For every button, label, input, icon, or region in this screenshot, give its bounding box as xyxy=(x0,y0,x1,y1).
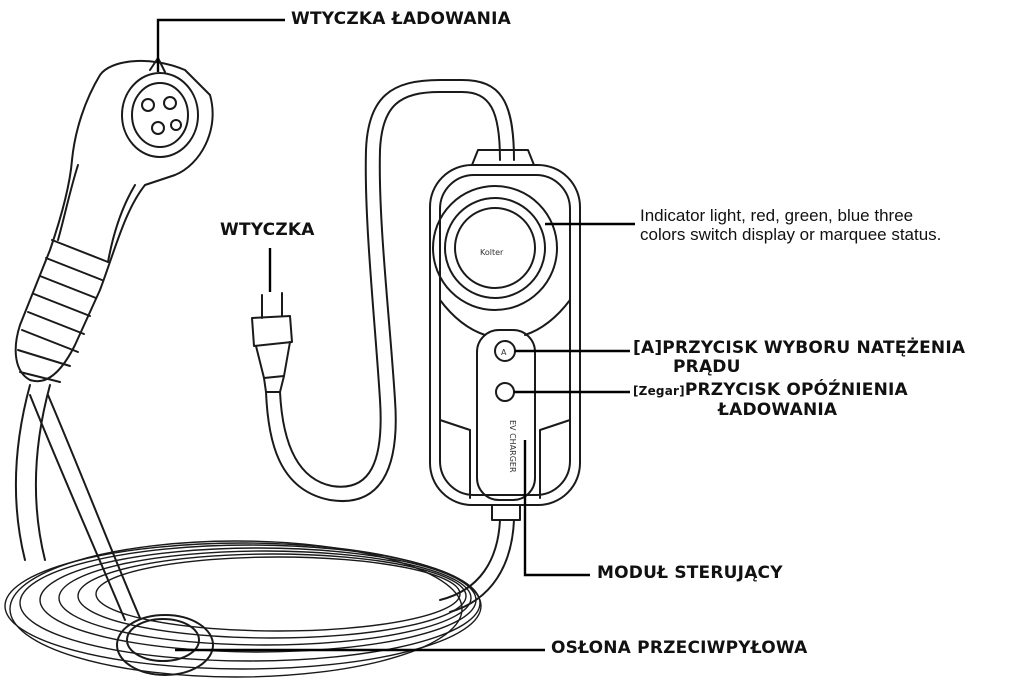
label-current-button-line2: PRĄDU xyxy=(673,357,741,377)
coiled-cable xyxy=(4,540,482,678)
dust-cover xyxy=(29,394,214,676)
label-plug: WTYCZKA xyxy=(220,220,315,240)
delay-button-prefix: [Zegar] xyxy=(633,384,685,398)
plug-cable xyxy=(265,79,515,503)
box-marking: Kolter A EV CHARGER xyxy=(480,248,517,473)
control-box xyxy=(429,149,581,521)
leader-lines xyxy=(156,18,635,652)
label-control-module: MODUŁ STERUJĄCY xyxy=(597,563,783,583)
charging-gun xyxy=(14,57,214,383)
label-indicator-line1: Indicator light, red, green, blue three xyxy=(640,206,914,225)
leader-plug-charging xyxy=(156,18,285,72)
label-dust-cover: OSŁONA PRZECIWPYŁOWA xyxy=(551,638,808,658)
label-current-button: [A]PRZYCISK WYBORU NATĘŻENIA xyxy=(633,338,965,358)
button-a-text: A xyxy=(501,348,507,357)
gun-cable xyxy=(14,384,51,561)
leader-control-module xyxy=(523,440,590,577)
label-indicator-line2: colors switch display or marquee status. xyxy=(640,225,942,244)
current-button-prefix: [A] xyxy=(633,338,663,358)
brand-text: Kolter xyxy=(480,248,504,257)
label-delay-button-line2: ŁADOWANIA xyxy=(718,400,838,420)
label-charging-plug: WTYCZKA ŁADOWANIA xyxy=(291,9,511,29)
label-delay-button: [Zegar]PRZYCISK OPÓŹNIENIA xyxy=(633,380,908,400)
ev-charger-text: EV CHARGER xyxy=(508,420,517,473)
current-button-line1: PRZYCISK WYBORU NATĘŻENIA xyxy=(662,338,966,358)
cable-to-coil xyxy=(439,519,515,613)
wall-plug xyxy=(251,292,293,393)
delay-button-line1: PRZYCISK OPÓŹNIENIA xyxy=(684,380,908,400)
